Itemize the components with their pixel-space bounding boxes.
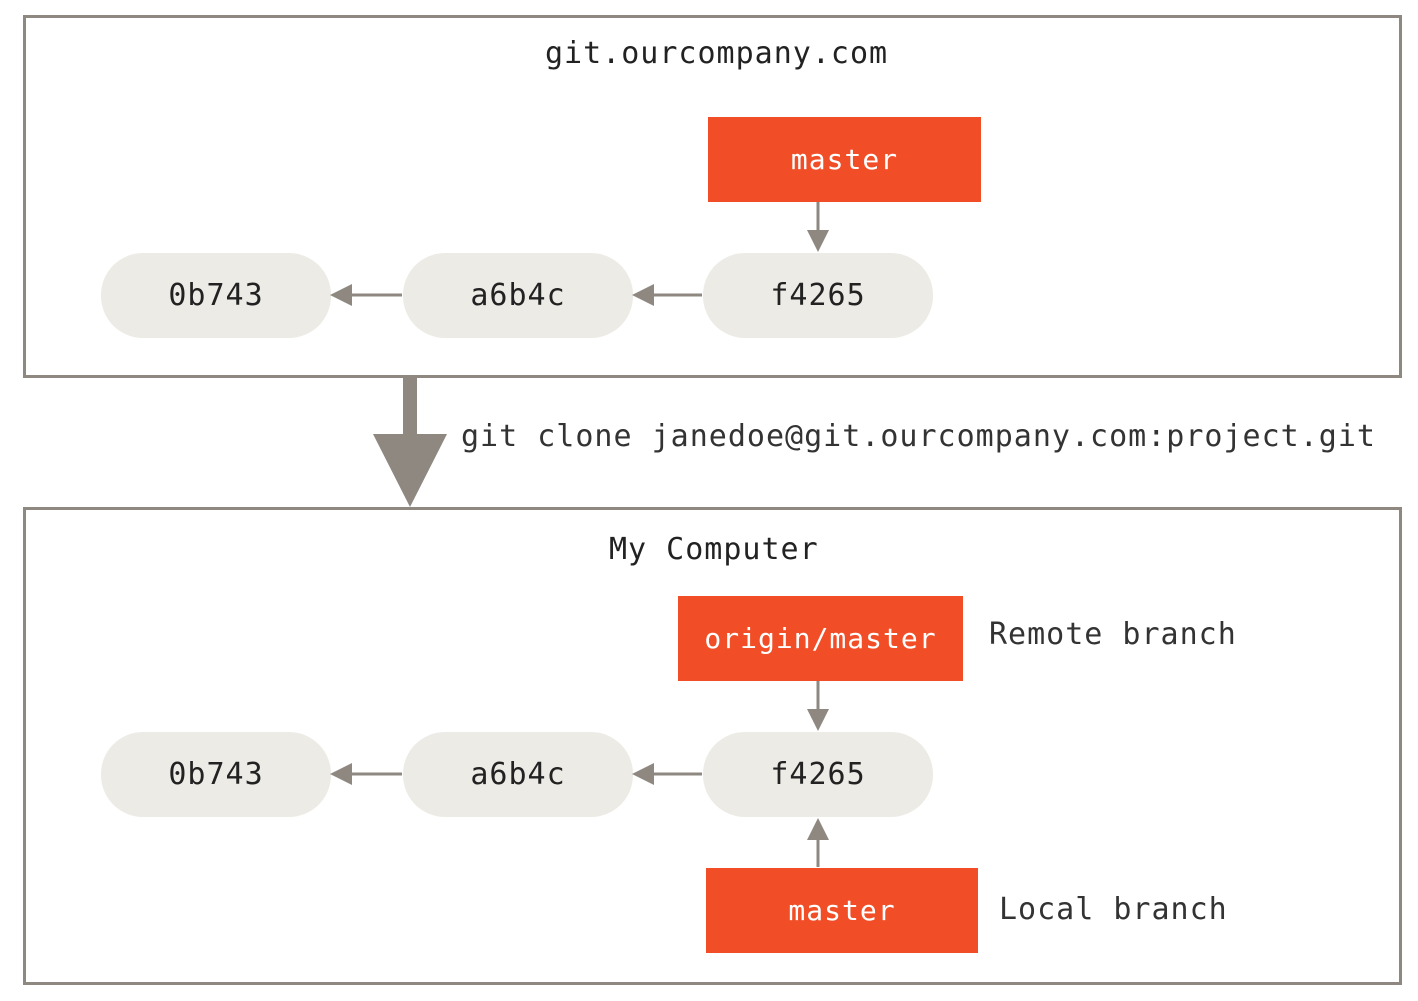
clone-command: git clone janedoe@git.ourcompany.com:pro… xyxy=(461,419,1376,454)
local-commit-f4265: f4265 xyxy=(703,732,933,817)
local-branch-note: Local branch xyxy=(999,892,1228,927)
server-commit-0b743: 0b743 xyxy=(101,253,331,338)
server-title: git.ourcompany.com xyxy=(545,36,889,71)
local-commit-a6b4c: a6b4c xyxy=(403,732,633,817)
server-master-branch: master xyxy=(708,117,981,202)
server-f4265-to-a6b4c-arrow xyxy=(632,284,702,306)
remote-branch-note: Remote branch xyxy=(989,617,1237,652)
local-commit-0b743: 0b743 xyxy=(101,732,331,817)
clone-arrow xyxy=(373,378,447,507)
origin-master-to-f4265-arrow xyxy=(807,681,829,731)
origin-master-branch: origin/master xyxy=(678,596,963,681)
server-commit-a6b4c: a6b4c xyxy=(403,253,633,338)
local-title: My Computer xyxy=(609,532,819,567)
local-a6b4c-to-0b743-arrow xyxy=(330,763,402,785)
local-master-to-f4265-arrow xyxy=(807,818,829,867)
local-f4265-to-a6b4c-arrow xyxy=(632,763,702,785)
server-a6b4c-to-0b743-arrow xyxy=(330,284,402,306)
local-master-branch: master xyxy=(706,868,978,953)
server-commit-f4265: f4265 xyxy=(703,253,933,338)
server-master-to-f4265-arrow xyxy=(807,202,829,252)
